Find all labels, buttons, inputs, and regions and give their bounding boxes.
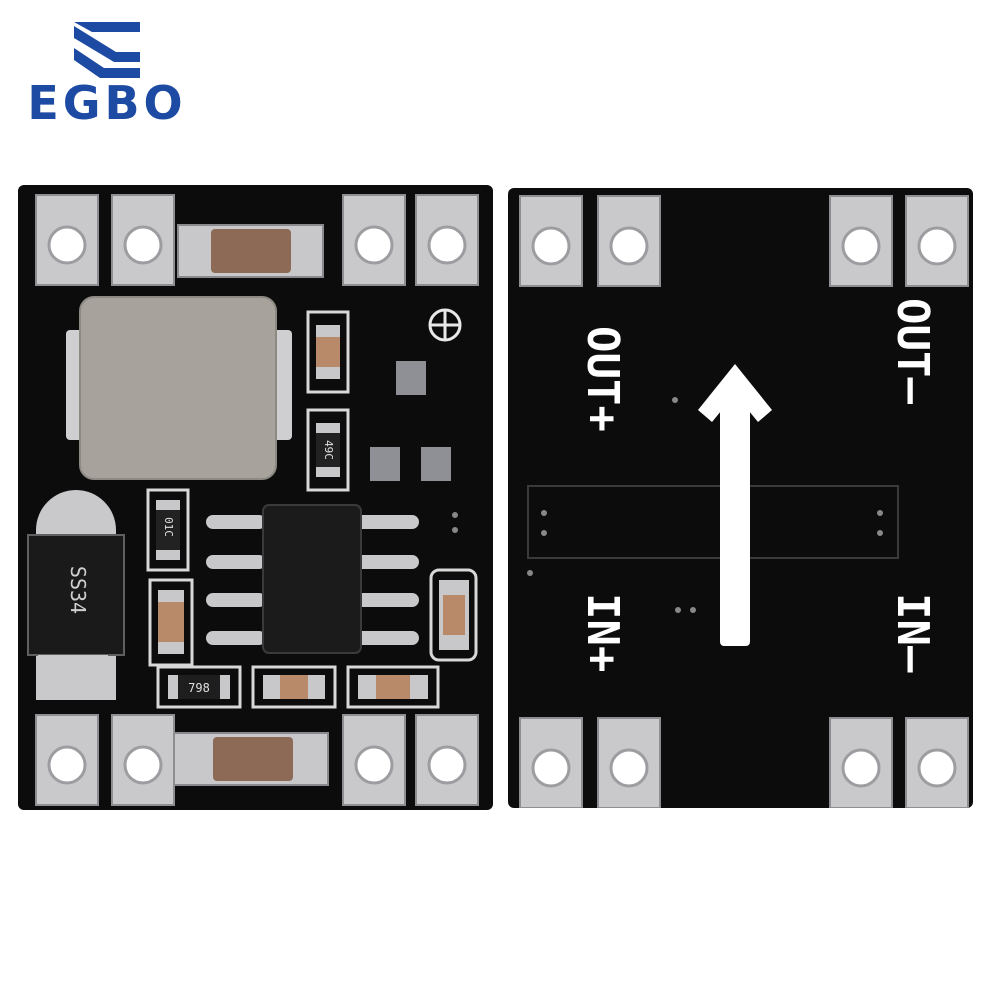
- test-pad-1: [396, 361, 426, 395]
- inductor: [66, 296, 292, 480]
- arrow-up-icon: [698, 364, 772, 646]
- diode-label: SS34: [66, 566, 90, 614]
- resistor-49c: 49C: [306, 408, 350, 492]
- trace-outline: [527, 485, 899, 559]
- test-pad-3: [421, 447, 451, 481]
- resistor-798-label: 798: [188, 681, 210, 695]
- back-pcb-board: OUT+ OUT– IN+ IN–: [508, 188, 973, 808]
- logo-stripes-icon: [74, 22, 140, 78]
- resistor-01c-label: 01C: [162, 517, 175, 537]
- polarity-plus-icon: [428, 308, 462, 342]
- resistor-798: 798: [156, 665, 242, 709]
- capacitor-c1: [306, 310, 350, 394]
- ic-chip: [206, 504, 419, 654]
- label-in-minus: IN–: [887, 593, 938, 673]
- label-out-plus: OUT+: [577, 326, 628, 432]
- brand-name: EGBO: [27, 76, 187, 130]
- bottom-capacitor: [172, 732, 329, 786]
- capacitor-c5: [346, 665, 440, 709]
- label-out-minus: OUT–: [887, 298, 938, 404]
- front-pcb-board: 49C SS34 01C: [18, 185, 493, 810]
- capacitor-c4: [251, 665, 337, 709]
- capacitor-c3: [429, 568, 478, 662]
- resistor-01c: 01C: [146, 488, 190, 572]
- label-in-plus: IN+: [577, 593, 628, 672]
- top-capacitor: [177, 224, 324, 278]
- brand-logo: [74, 22, 140, 78]
- test-pad-2: [370, 447, 400, 481]
- capacitor-c2: [148, 578, 194, 667]
- diode-ss34: SS34: [27, 490, 125, 700]
- resistor-49c-label: 49C: [322, 440, 335, 460]
